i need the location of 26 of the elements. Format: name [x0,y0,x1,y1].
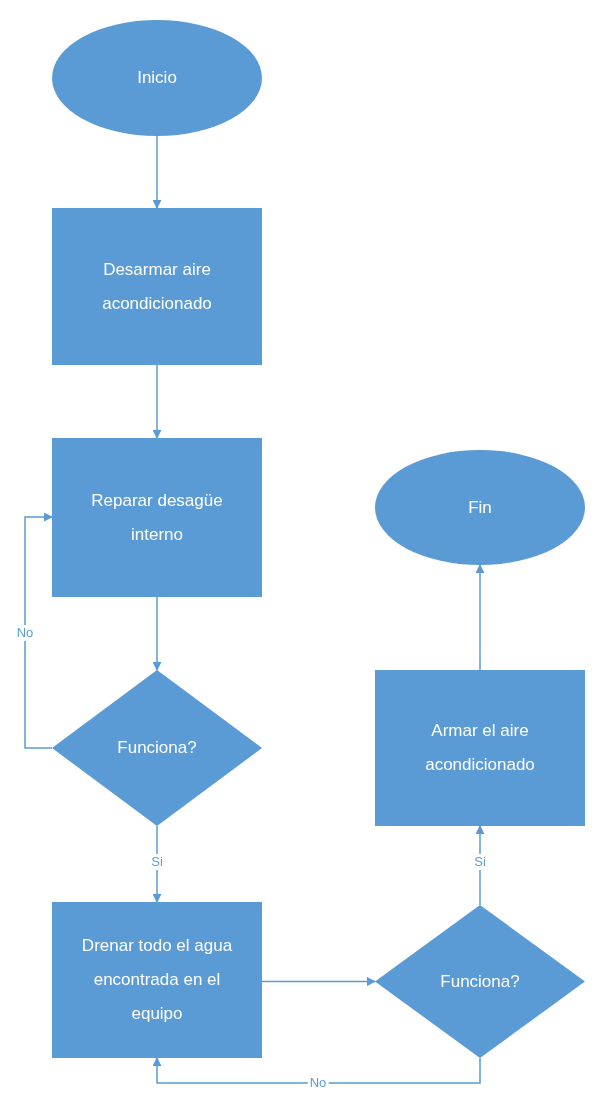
node-text: Armar el aire acondicionado [424,720,536,776]
edge-label: Si [472,854,488,870]
node-text: Funciona? [440,970,520,993]
decision-diamond [375,905,585,1058]
process-box [52,208,262,365]
node-text: Fin [468,496,492,519]
arrow [152,596,162,671]
node-text: Reparar desagüe interno [90,489,224,546]
arrow [152,364,162,439]
arrow [152,1057,481,1084]
node-text: Desarmar aire acondicionado [101,258,213,315]
edge-label: Si [149,854,165,870]
node-text: Drenar todo el agua encontrada en el equipo [80,935,234,1025]
arrow [475,564,485,671]
arrow [261,977,376,986]
node-text: Inicio [137,67,177,89]
process-box [375,670,585,826]
arrow [24,512,53,749]
edge-label: No [14,625,36,641]
node-text: Funciona? [117,737,197,759]
process-box [52,902,262,1058]
process-box [52,438,262,597]
arrow [152,135,162,209]
terminal-ellipse [52,20,262,136]
terminal-ellipse [375,450,585,565]
decision-diamond [52,670,262,826]
